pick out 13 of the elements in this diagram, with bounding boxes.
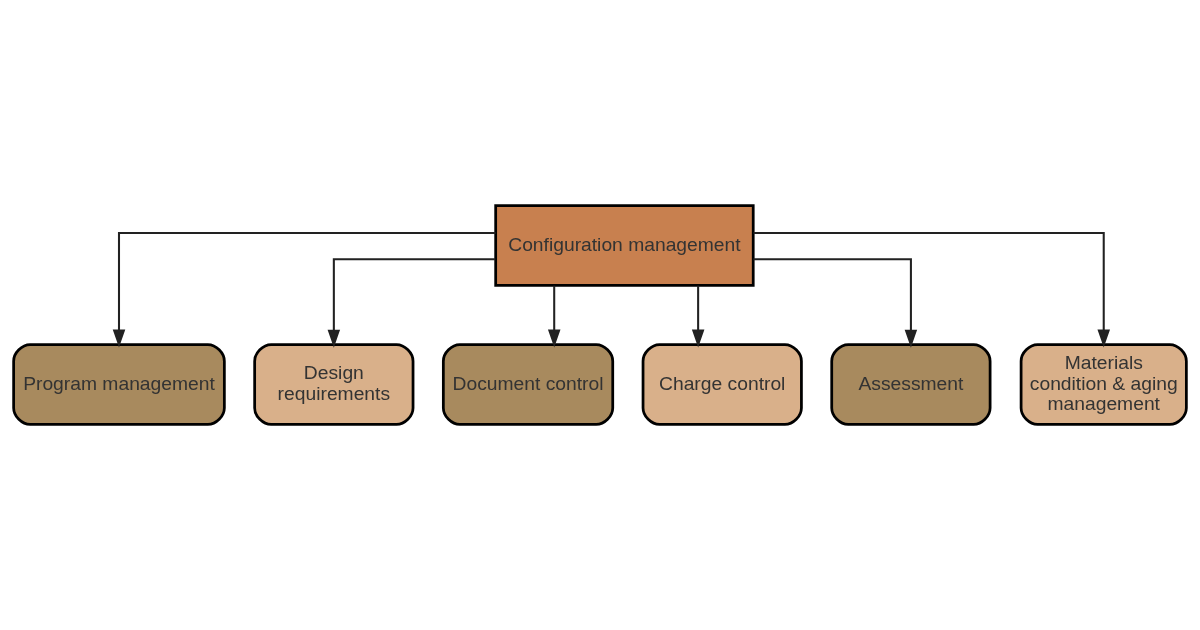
node-box: Document control [441,343,615,426]
arrow [691,285,705,348]
arrow [753,232,1110,348]
node-box: Charge control [641,343,803,426]
arrow [753,258,918,348]
node-box: Program management [12,343,226,426]
arrow [547,285,561,348]
arrow [112,232,496,348]
node-box: Design requirements [253,343,415,426]
node-box: Assessment [830,343,992,426]
node-box: Configuration management [494,204,755,287]
node-box: Materials condition & aging management [1019,343,1188,426]
arrow [327,258,496,348]
